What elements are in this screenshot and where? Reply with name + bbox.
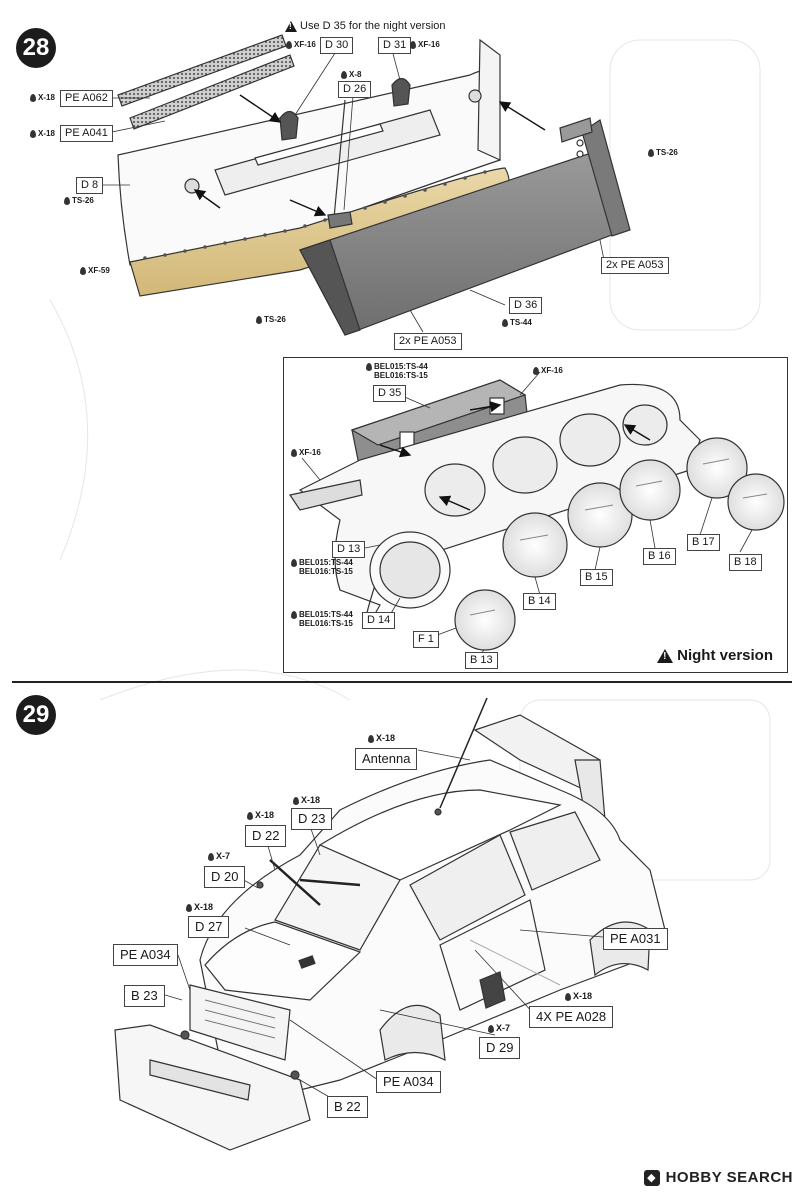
paint-xf16-d30: XF-16	[286, 40, 316, 49]
part-d8: D 8	[76, 177, 104, 194]
paint-bel-d35: BEL015:TS-44 BEL016:TS-15	[366, 362, 428, 380]
paint-drop-icon	[502, 318, 508, 327]
part-d20: D 20	[204, 866, 246, 888]
paint-ts44: TS-44	[502, 318, 532, 327]
step-28-badge: 28	[16, 28, 56, 68]
part-d30: D 30	[320, 37, 354, 54]
paint-ts26-bracket: TS-26	[648, 148, 678, 157]
paint-ts26-wing: TS-26	[256, 315, 286, 324]
watermark: ◆ HOBBY SEARCH	[643, 1169, 793, 1186]
part-d27: D 27	[188, 916, 230, 938]
part-f1: F 1	[413, 631, 439, 648]
warning-icon	[657, 648, 674, 663]
front-bumper-drawing	[117, 34, 510, 297]
part-b16: B 16	[643, 548, 676, 565]
paint-drop-icon	[410, 40, 416, 49]
car-body-drawing	[114, 697, 666, 1151]
paint-drop-icon	[80, 266, 86, 275]
paint-xf16-pod: XF-16	[533, 366, 563, 375]
part-b14: B 14	[523, 593, 556, 610]
paint-x7-d20: X-7	[208, 852, 230, 861]
paint-bel-low: BEL015:TS-44 BEL016:TS-15	[291, 610, 353, 628]
part-b15: B 15	[580, 569, 613, 586]
paint-drop-icon	[30, 93, 36, 102]
paint-drop-icon	[648, 148, 654, 157]
part-d29: D 29	[479, 1037, 521, 1059]
watermark-text: HOBBY SEARCH	[665, 1169, 793, 1186]
paint-x18-d23: X-18	[293, 796, 320, 805]
night-version-label: Night version	[657, 647, 773, 664]
paint-drop-icon	[30, 129, 36, 138]
paint-x18-d22: X-18	[247, 811, 274, 820]
hobby-search-logo-icon: ◆	[643, 1169, 660, 1186]
part-pe-a041: PE A041	[60, 125, 113, 142]
paint-x7-d29: X-7	[488, 1024, 510, 1033]
paint-drop-icon	[291, 610, 297, 619]
part-pe-a062: PE A062	[60, 90, 113, 107]
paint-drop-icon	[341, 70, 347, 79]
part-b18: B 18	[729, 554, 762, 571]
part-d22: D 22	[245, 825, 287, 847]
paint-drop-icon	[366, 362, 372, 371]
paint-drop-icon	[247, 811, 253, 820]
warning-icon	[285, 20, 297, 32]
part-b22: B 22	[327, 1096, 368, 1118]
front-wing-drawing	[299, 117, 631, 336]
paint-bel-mid: BEL015:TS-44 BEL016:TS-15	[291, 558, 353, 576]
part-d14: D 14	[362, 612, 396, 629]
night-version-panel: Night version	[283, 357, 788, 673]
paint-xf16-bracket: XF-16	[291, 448, 321, 457]
night-version-note: Use D 35 for the night version	[285, 20, 446, 32]
part-d23: D 23	[291, 808, 333, 830]
part-d31: D 31	[378, 37, 412, 54]
night-note-text: Use D 35 for the night version	[300, 20, 446, 32]
part-d36: D 36	[509, 297, 543, 314]
paint-drop-icon	[186, 903, 192, 912]
step-29-badge: 29	[16, 695, 56, 735]
part-antenna: Antenna	[355, 748, 418, 770]
paint-drop-icon	[565, 992, 571, 1001]
paint-x8: X-8	[341, 70, 361, 79]
part-pe-a053-bottom: 2x PE A053	[394, 333, 462, 350]
part-4x-pe-a028: 4X PE A028	[529, 1006, 614, 1028]
paint-xf59: XF-59	[80, 266, 110, 275]
paint-drop-icon	[64, 196, 70, 205]
part-d13: D 13	[332, 541, 366, 558]
part-pe-a031: PE A031	[603, 928, 668, 950]
part-b23: B 23	[124, 985, 165, 1007]
paint-drop-icon	[293, 796, 299, 805]
paint-x18-pea062: X-18	[30, 93, 55, 102]
part-pe-a053-right: 2x PE A053	[601, 257, 669, 274]
part-b17: B 17	[687, 534, 720, 551]
paint-drop-icon	[208, 852, 214, 861]
paint-drop-icon	[533, 366, 539, 375]
paint-drop-icon	[291, 558, 297, 567]
paint-drop-icon	[256, 315, 262, 324]
part-pe-a034-bottom: PE A034	[376, 1071, 441, 1093]
paint-x18-antenna: X-18	[368, 734, 395, 743]
part-d26: D 26	[338, 81, 372, 98]
part-pe-a034-top: PE A034	[113, 944, 178, 966]
paint-drop-icon	[488, 1024, 494, 1033]
paint-drop-icon	[291, 448, 297, 457]
paint-drop-icon	[368, 734, 374, 743]
paint-ts26-d8: TS-26	[64, 196, 94, 205]
paint-drop-icon	[286, 40, 292, 49]
paint-x18-pea028: X-18	[565, 992, 592, 1001]
paint-xf16-d31: XF-16	[410, 40, 440, 49]
part-d35: D 35	[373, 385, 407, 402]
paint-x18-pea041: X-18	[30, 129, 55, 138]
paint-x18-d27: X-18	[186, 903, 213, 912]
step-divider	[12, 681, 792, 683]
part-b13: B 13	[465, 652, 498, 669]
